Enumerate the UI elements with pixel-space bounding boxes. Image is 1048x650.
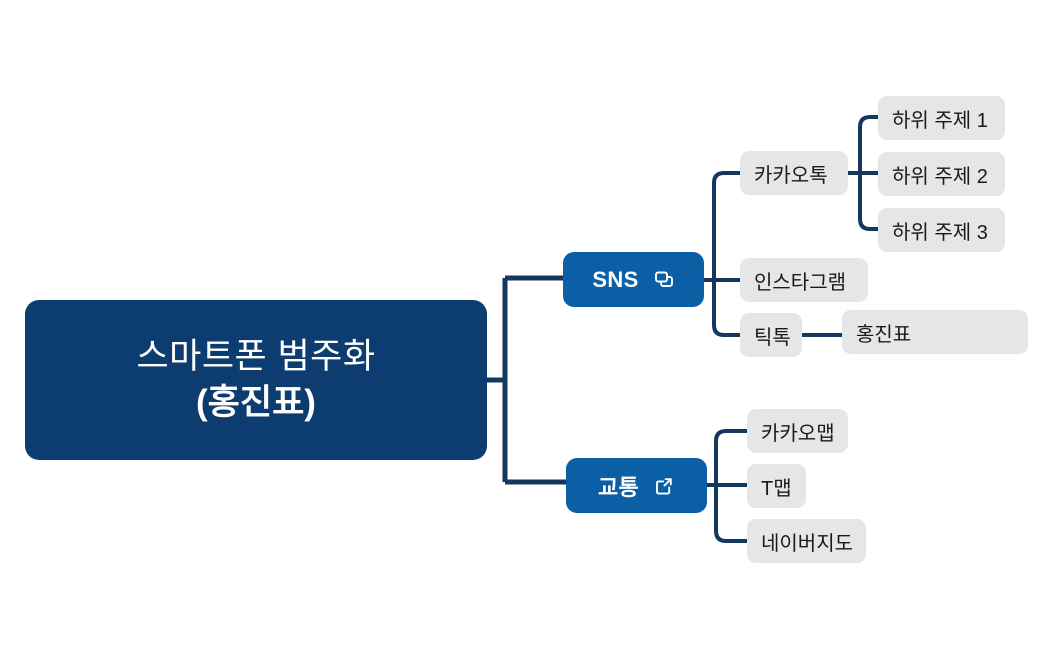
wire-traffic-to-navermap [714,483,749,543]
leaf-label-kakaotalk: 카카오톡 [754,164,828,187]
root-title-line2: (홍진표) [196,383,316,422]
leaf-node-tmap[interactable]: T맵 [747,464,806,508]
leaf-label-navermap: 네이버지도 [761,532,853,555]
leaf-node-hongjinpyo[interactable]: 홍진표 [842,310,1028,354]
wire-kakaotalk-to-sub3 [858,171,880,231]
leaf-node-navermap[interactable]: 네이버지도 [747,519,866,563]
branch-label-traffic: 교통 [597,474,640,500]
leaf-node-tiktok[interactable]: 틱톡 [740,313,802,357]
leaf-label-subtopic-3: 하위 주제 3 [892,221,988,244]
root-title-line1: 스마트폰 범주화 [136,337,376,377]
leaf-label-instagram: 인스타그램 [754,271,846,294]
external-link-icon [653,475,675,497]
duplicate-icon [653,269,675,291]
branch-node-sns[interactable]: SNS [563,252,704,307]
leaf-label-tiktok: 틱톡 [754,326,791,349]
leaf-label-subtopic-1: 하위 주제 1 [892,109,988,132]
wire-kakaotalk-to-sub1 [858,115,880,175]
leaf-node-subtopic-3[interactable]: 하위 주제 3 [878,208,1005,252]
leaf-node-subtopic-2[interactable]: 하위 주제 2 [878,152,1005,196]
leaf-label-kakaomap: 카카오맵 [761,422,835,445]
leaf-node-kakaotalk[interactable]: 카카오톡 [740,151,848,195]
wire-sns-to-kakaotalk [712,171,742,282]
leaf-label-tmap: T맵 [761,477,792,500]
leaf-node-instagram[interactable]: 인스타그램 [740,258,868,302]
leaf-label-subtopic-2: 하위 주제 2 [892,165,988,188]
leaf-label-hongjinpyo: 홍진표 [856,323,912,346]
branch-node-traffic[interactable]: 교통 [566,458,707,513]
wire-traffic-to-kakaomap [714,429,749,487]
root-node[interactable]: 스마트폰 범주화 (홍진표) [25,300,487,460]
wire-sns-to-tiktok [712,278,742,337]
branch-label-sns: SNS [592,266,639,292]
leaf-node-kakaomap[interactable]: 카카오맵 [747,409,848,453]
leaf-node-subtopic-1[interactable]: 하위 주제 1 [878,96,1005,140]
